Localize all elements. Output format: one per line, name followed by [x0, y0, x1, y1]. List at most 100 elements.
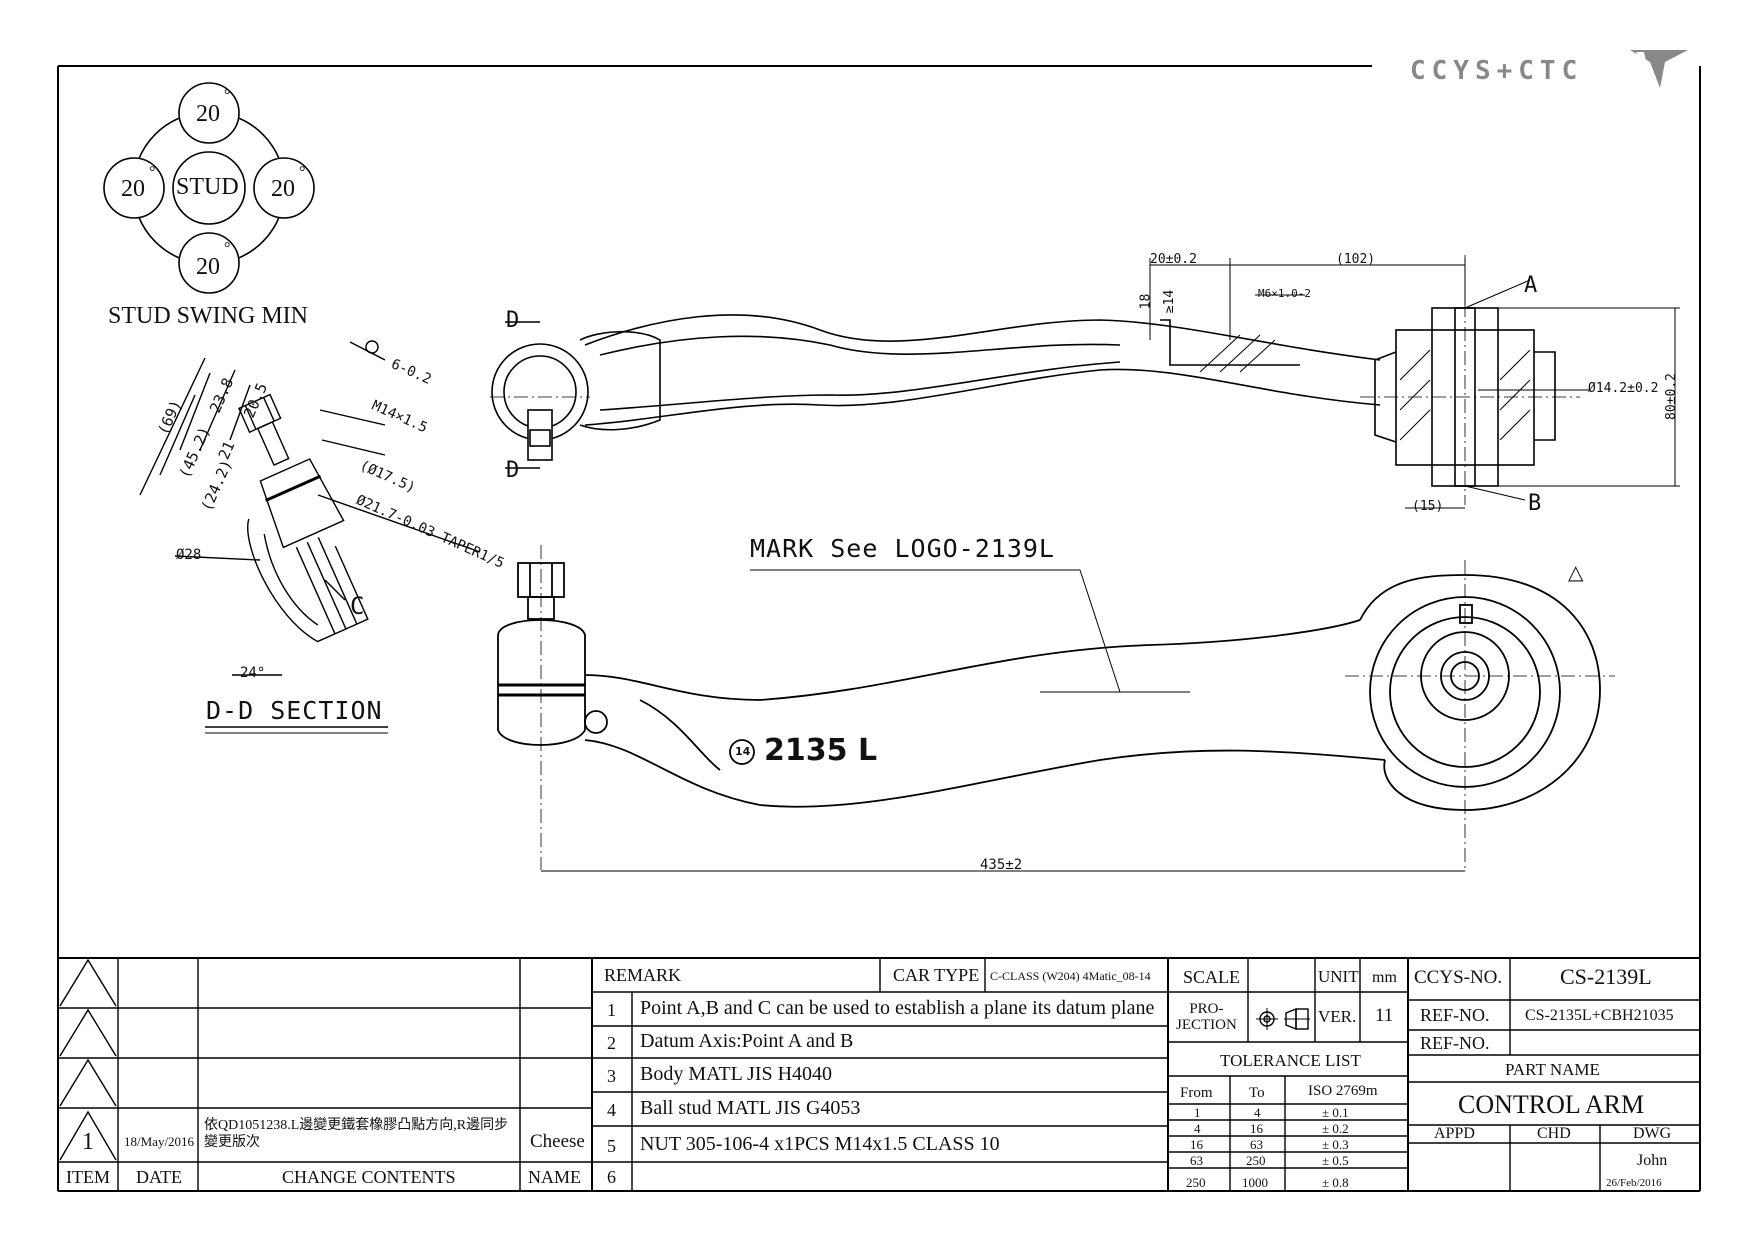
section-view — [139, 340, 481, 734]
mark-note: MARK See LOGO-2139L — [750, 534, 1055, 563]
remark-header: REMARK — [604, 965, 682, 985]
dim-80: 80±0.2 — [1663, 373, 1679, 420]
rev-contents-1: 依QD1051238.L邊變更鐵套橡膠凸點方向,R邊同步變更版次 — [204, 1118, 509, 1150]
ref-no-label: REF-NO. — [1420, 1005, 1490, 1025]
dim-102: (102) — [1336, 252, 1376, 267]
tol-to-4: 250 — [1246, 1153, 1266, 1168]
swing-bottom-deg: ° — [224, 240, 231, 257]
car-type-label: CAR TYPE — [893, 965, 980, 985]
stud-swing-title: STUD SWING MIN — [108, 303, 308, 329]
part-name-label: PART NAME — [1505, 1060, 1600, 1079]
dim-18: 18 — [1138, 293, 1154, 310]
tol-from-3: 16 — [1190, 1137, 1203, 1152]
tol-from-5: 250 — [1186, 1175, 1206, 1190]
swing-right-value: 20 — [271, 176, 295, 202]
rev-date-1: 18/May/2016 — [124, 1134, 195, 1149]
swing-left-value: 20 — [121, 176, 145, 202]
tol-to-2: 16 — [1250, 1121, 1263, 1136]
point-a-label: A — [1524, 273, 1538, 298]
dim-15: (15) — [1412, 499, 1444, 514]
ccys-no-label: CCYS-NO. — [1414, 967, 1503, 988]
tol-to-3: 63 — [1250, 1137, 1263, 1152]
swing-left-deg: ° — [149, 164, 156, 181]
rev-item-1: 1 — [82, 1129, 94, 1155]
dim-14: ≥14 — [1162, 289, 1178, 314]
ver-value: 11 — [1375, 1005, 1394, 1026]
tol-header-to: To — [1249, 1085, 1265, 1101]
tol-iso-2: ± 0.2 — [1322, 1121, 1349, 1136]
remark-no-4: 4 — [607, 1100, 616, 1120]
remark-no-2: 2 — [607, 1033, 616, 1053]
tol-to-1: 4 — [1254, 1105, 1261, 1120]
tol-from-1: 1 — [1194, 1105, 1201, 1120]
tol-header-iso: ISO 2769m — [1308, 1083, 1378, 1099]
part-marking: 2135 L — [764, 733, 878, 768]
remark-no-1: 1 — [607, 1000, 616, 1020]
ver-label: VER. — [1318, 1007, 1357, 1026]
ref-no-label-2: REF-NO. — [1420, 1033, 1490, 1053]
company-logo: CCYS+CTC — [1410, 56, 1584, 86]
remark-text-1: Point A,B and C can be used to establish… — [640, 997, 1155, 1019]
rev-header-contents: CHANGE CONTENTS — [282, 1167, 456, 1187]
rev-name-1: Cheese — [530, 1131, 585, 1152]
dwg-label: DWG — [1633, 1125, 1672, 1142]
remark-no-5: 5 — [607, 1136, 616, 1156]
remark-text-4: Ball stud MATL JIS G4053 — [640, 1097, 861, 1119]
projection-label: PRO- JECTION — [1176, 1001, 1237, 1033]
swing-right-deg: ° — [299, 164, 306, 181]
tol-iso-4: ± 0.5 — [1322, 1153, 1349, 1168]
tol-iso-5: ± 0.8 — [1322, 1175, 1349, 1190]
section-d-top: D — [506, 308, 520, 333]
swing-top-value: 20 — [196, 101, 220, 127]
section-d-bottom: D — [506, 458, 520, 483]
remark-text-2: Datum Axis:Point A and B — [640, 1030, 854, 1052]
remark-no-3: 3 — [607, 1066, 616, 1086]
top-view — [490, 255, 1680, 509]
drawn-date: 26/Feb/2016 — [1606, 1177, 1662, 1189]
tolerance-title: TOLERANCE LIST — [1220, 1051, 1361, 1070]
rev-header-item: ITEM — [66, 1167, 110, 1187]
dim-14-2: Ø14.2±0.2 — [1588, 381, 1659, 396]
tol-header-from: From — [1180, 1085, 1213, 1101]
ccys-no-value: CS-2139L — [1560, 964, 1652, 989]
marking-badge: 14 — [735, 745, 751, 758]
swing-center-label: STUD — [176, 174, 239, 200]
dim-435: 435±2 — [980, 857, 1023, 873]
drawing-frame — [57, 65, 1701, 1192]
remark-text-3: Body MATL JIS H4040 — [640, 1063, 833, 1085]
ref-no-value: CS-2135L+CBH21035 — [1525, 1007, 1674, 1024]
tol-iso-3: ± 0.3 — [1322, 1137, 1349, 1152]
point-b-label: B — [1528, 491, 1542, 516]
remark-text-5: NUT 305-106-4 x1PCS M14x1.5 CLASS 10 — [640, 1133, 1000, 1155]
car-type-value: C-CLASS (W204) 4Matic_08-14 — [990, 969, 1151, 983]
unit-value: mm — [1372, 969, 1397, 986]
unit-label: UNIT — [1318, 967, 1359, 986]
appd-label: APPD — [1434, 1125, 1475, 1142]
rev-header-date: DATE — [136, 1167, 182, 1187]
dim-20: 20±0.2 — [1150, 252, 1197, 267]
section-title: D-D SECTION — [206, 696, 383, 725]
rev-header-name: NAME — [528, 1167, 581, 1187]
dim-24deg: 24° — [240, 665, 266, 681]
tol-to-5: 1000 — [1242, 1175, 1268, 1190]
remark-no-6: 6 — [607, 1167, 616, 1187]
title-block-grid — [58, 957, 1700, 1191]
tol-iso-1: ± 0.1 — [1322, 1105, 1349, 1120]
chd-label: CHD — [1537, 1125, 1571, 1142]
point-c-label: C — [350, 592, 365, 620]
revision-delta: △ — [1568, 560, 1584, 584]
dim-m6: M6×1.0-2 — [1258, 287, 1311, 300]
logo-mark — [1630, 50, 1688, 88]
stud-swing-diagram — [103, 82, 315, 294]
tol-from-4: 63 — [1190, 1153, 1203, 1168]
part-name-value: CONTROL ARM — [1458, 1090, 1645, 1119]
drawer-name: John — [1637, 1152, 1668, 1169]
scale-label: SCALE — [1183, 967, 1241, 987]
swing-top-deg: ° — [224, 87, 231, 104]
tol-from-2: 4 — [1194, 1121, 1201, 1136]
front-view — [497, 545, 1615, 872]
swing-bottom-value: 20 — [196, 254, 220, 280]
dim-28: Ø28 — [176, 547, 202, 563]
projection-symbol-icon — [1254, 1004, 1312, 1034]
